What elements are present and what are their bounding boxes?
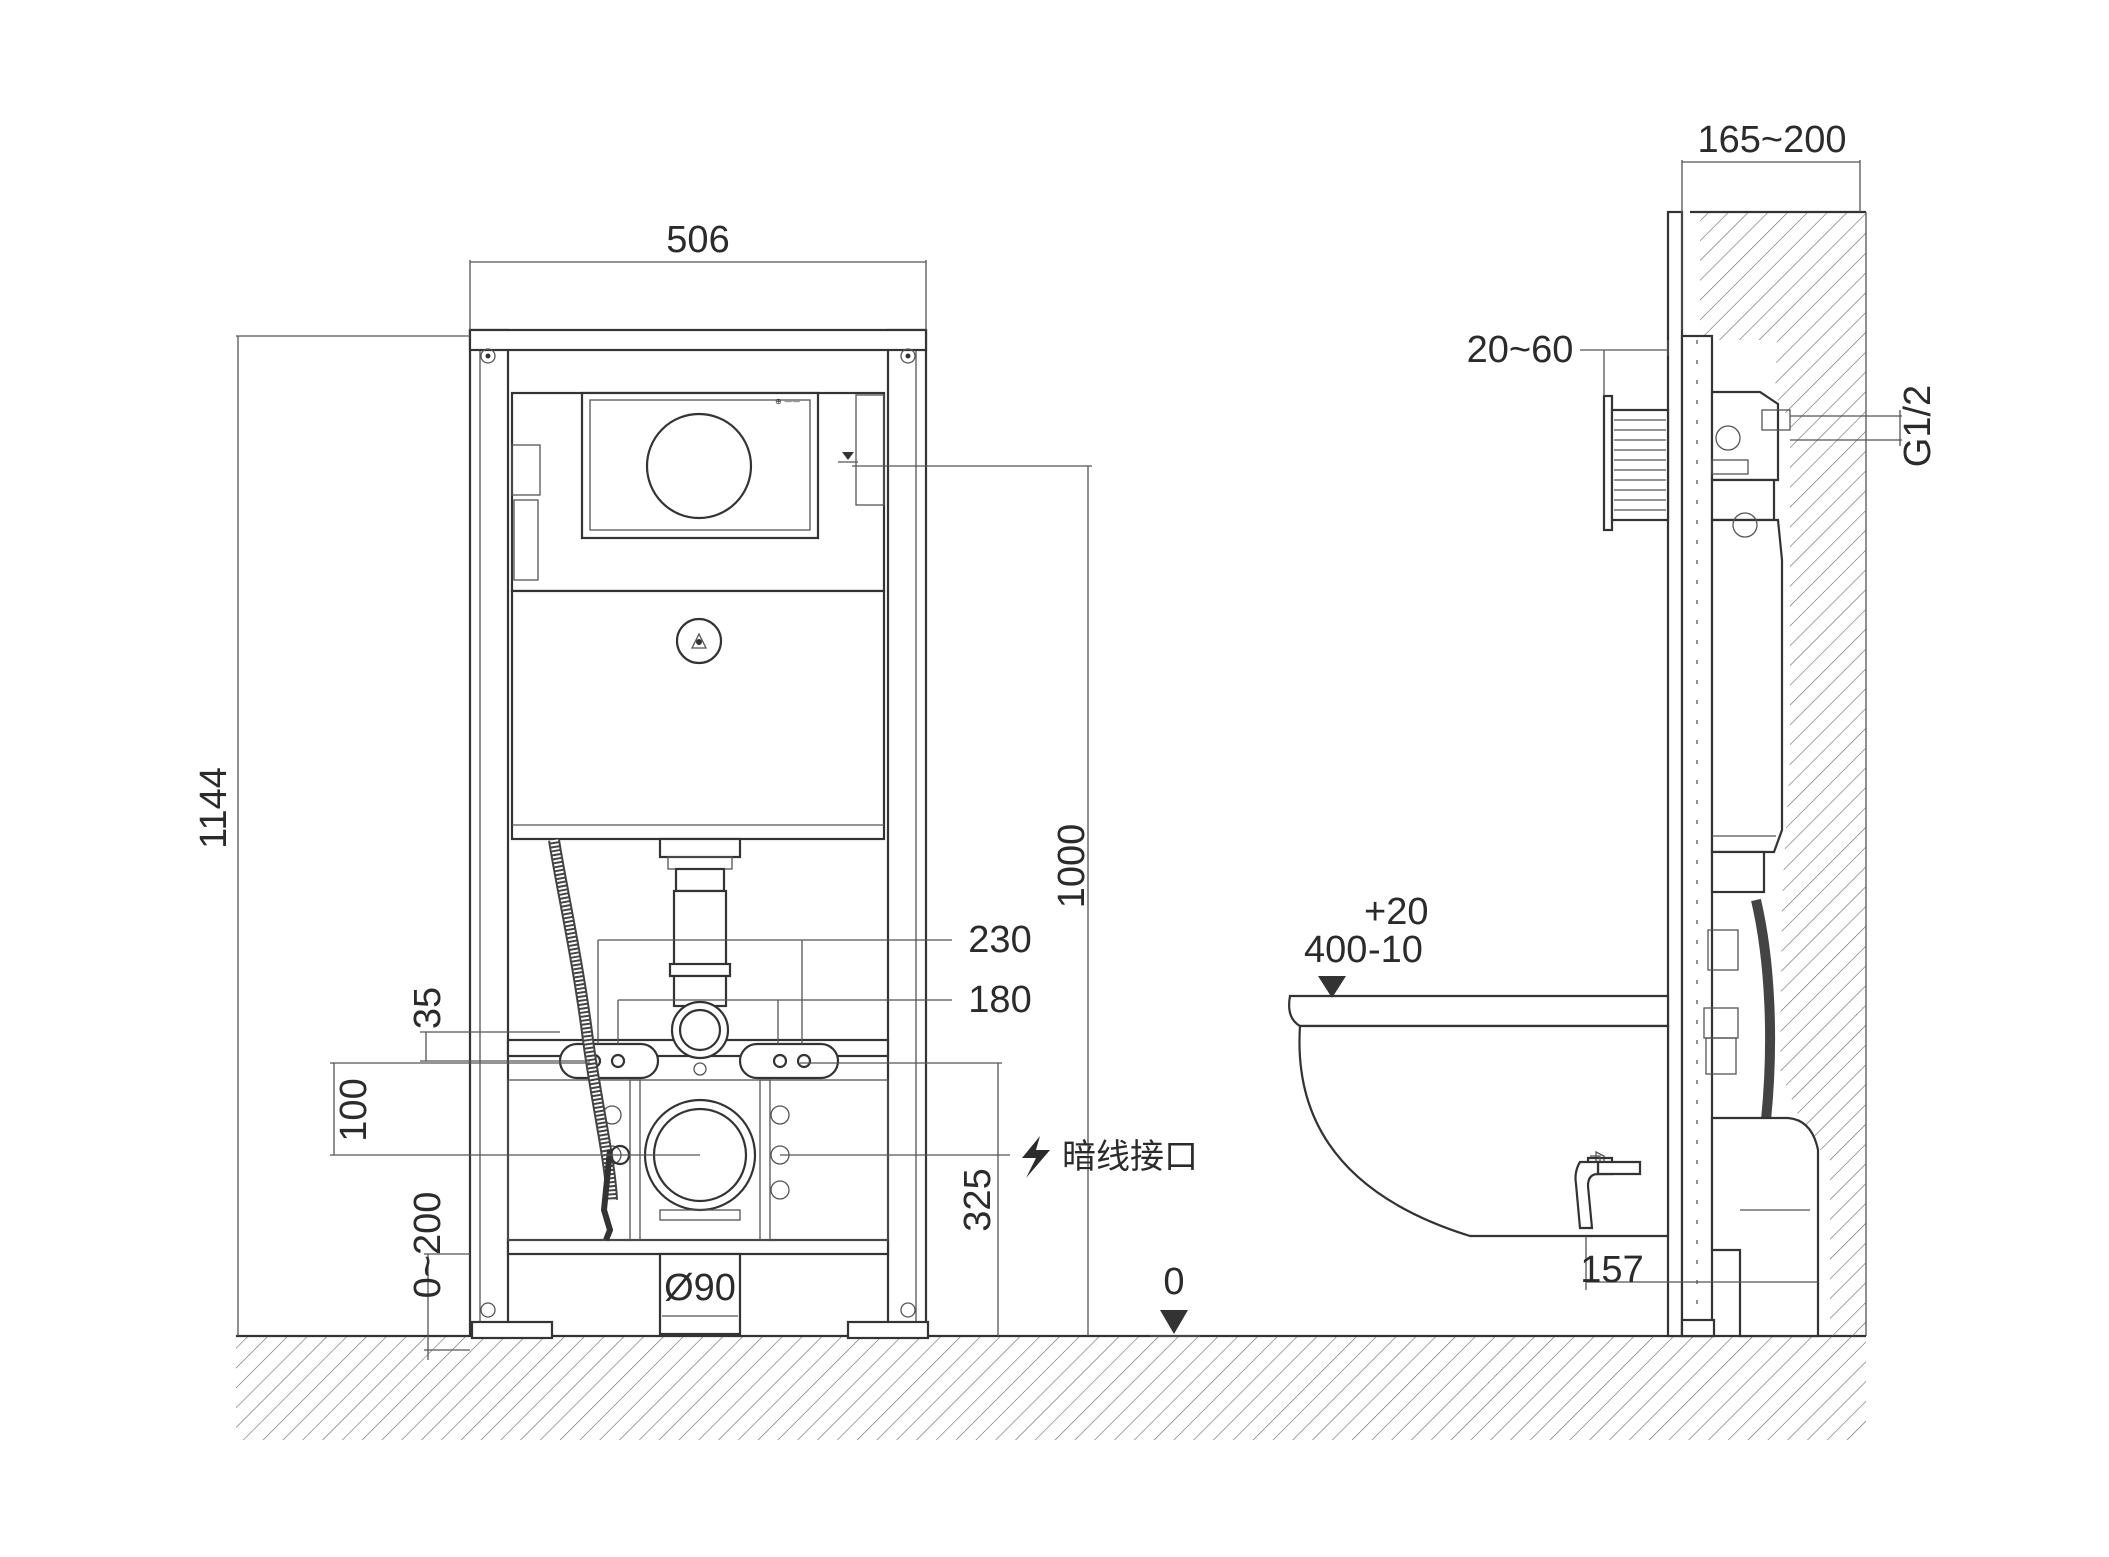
dim-bolt-height: 35 <box>407 987 449 1029</box>
dim-seat-tol-plus: +20 <box>1364 891 1428 933</box>
side-toilet <box>1288 976 1670 1238</box>
dim-drain-height: 325 <box>957 1168 999 1231</box>
lightning-icon <box>1022 1136 1050 1178</box>
dim-height-flush: 1000 <box>1051 824 1093 909</box>
dim-seat-height: 400 <box>1304 929 1367 971</box>
front-cistern: ⊕ —— <box>510 391 886 841</box>
recycle-icon <box>675 617 723 665</box>
side-dimensions: 165~200 20~60 G1/2 400 +20 -10 157 <box>1304 119 1939 1291</box>
front-pipes <box>548 837 840 1336</box>
dim-width: 506 <box>666 219 729 261</box>
front-frame <box>468 328 930 1340</box>
dim-bolt-inner: 180 <box>968 979 1031 1021</box>
dim-seat-tol-minus: -10 <box>1368 929 1423 971</box>
svg-text:⊕ ——: ⊕ —— <box>775 397 800 406</box>
front-dimensions: 506 1144 1000 230 180 35 100 325 <box>193 219 1200 1360</box>
dim-wall-finish: 20~60 <box>1467 329 1574 371</box>
dim-height-total: 1144 <box>193 767 235 849</box>
dim-drain-offset: 100 <box>333 1078 375 1141</box>
wall-hatch <box>1690 210 1867 1336</box>
dim-outlet: 157 <box>1580 1249 1643 1291</box>
side-frame <box>1666 210 1716 1338</box>
concealed-wiring-label: 暗线接口 <box>1062 1137 1198 1177</box>
dim-depth: 165~200 <box>1698 119 1847 161</box>
dim-bolt-outer: 230 <box>968 919 1031 961</box>
floor-hatch <box>236 1334 1866 1440</box>
dim-inlet: G1/2 <box>1897 385 1939 467</box>
level-marker-icon <box>1150 1310 1200 1337</box>
dim-drain-pipe: Ø90 <box>664 1267 736 1309</box>
floor-level-label: 0 <box>1163 1261 1184 1303</box>
dim-leg-adjust: 0~200 <box>407 1192 449 1299</box>
